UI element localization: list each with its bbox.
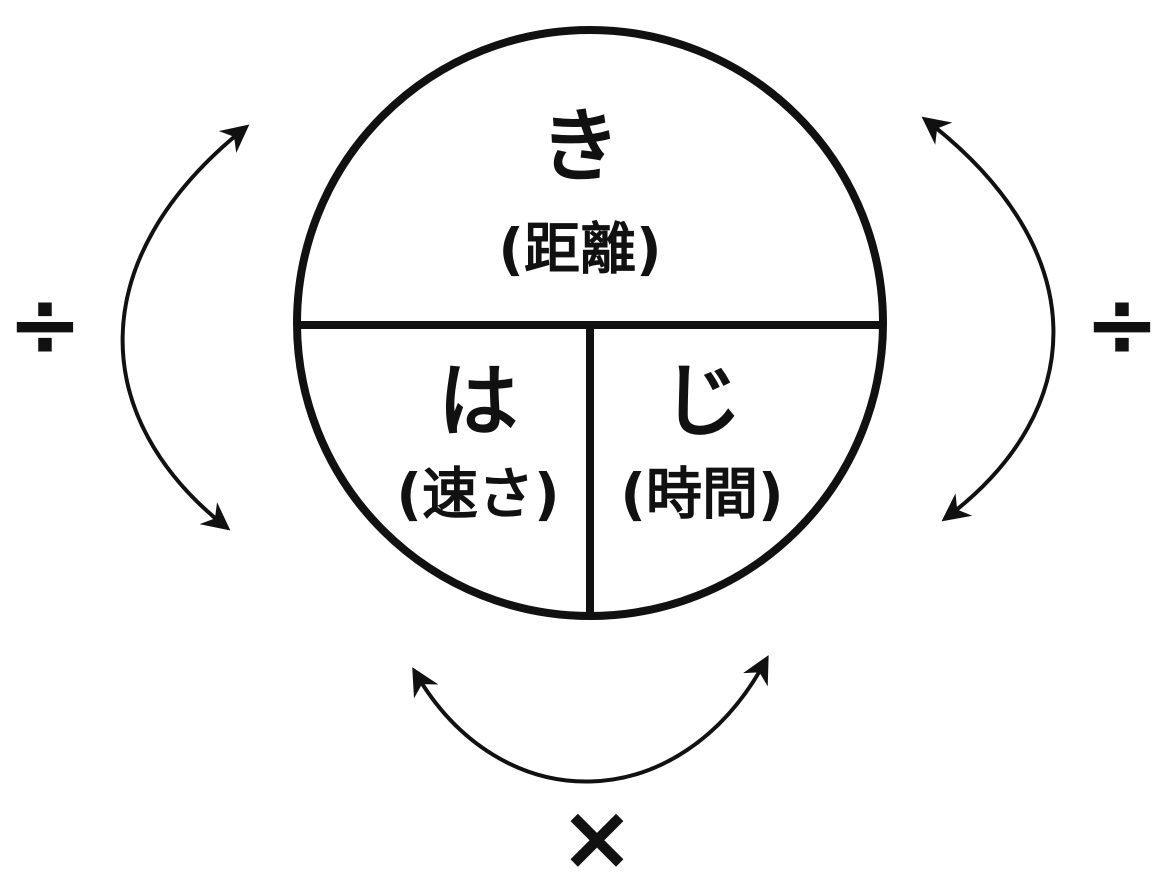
- left-double-arrow: [120, 124, 250, 531]
- distance-label: (距離): [498, 217, 662, 283]
- right-double-arrow: [921, 116, 1056, 522]
- bottom-double-arrow: [412, 655, 769, 784]
- multiply-sign: ×: [559, 785, 635, 878]
- divide-sign-left: ÷: [7, 272, 83, 378]
- speed-symbol: は: [438, 355, 518, 448]
- distance-symbol: き: [540, 100, 620, 193]
- speed-label: (速さ): [396, 462, 560, 528]
- divide-sign-right: ÷: [1084, 272, 1160, 378]
- time-label: (時間): [620, 462, 784, 528]
- time-symbol: じ: [662, 355, 742, 448]
